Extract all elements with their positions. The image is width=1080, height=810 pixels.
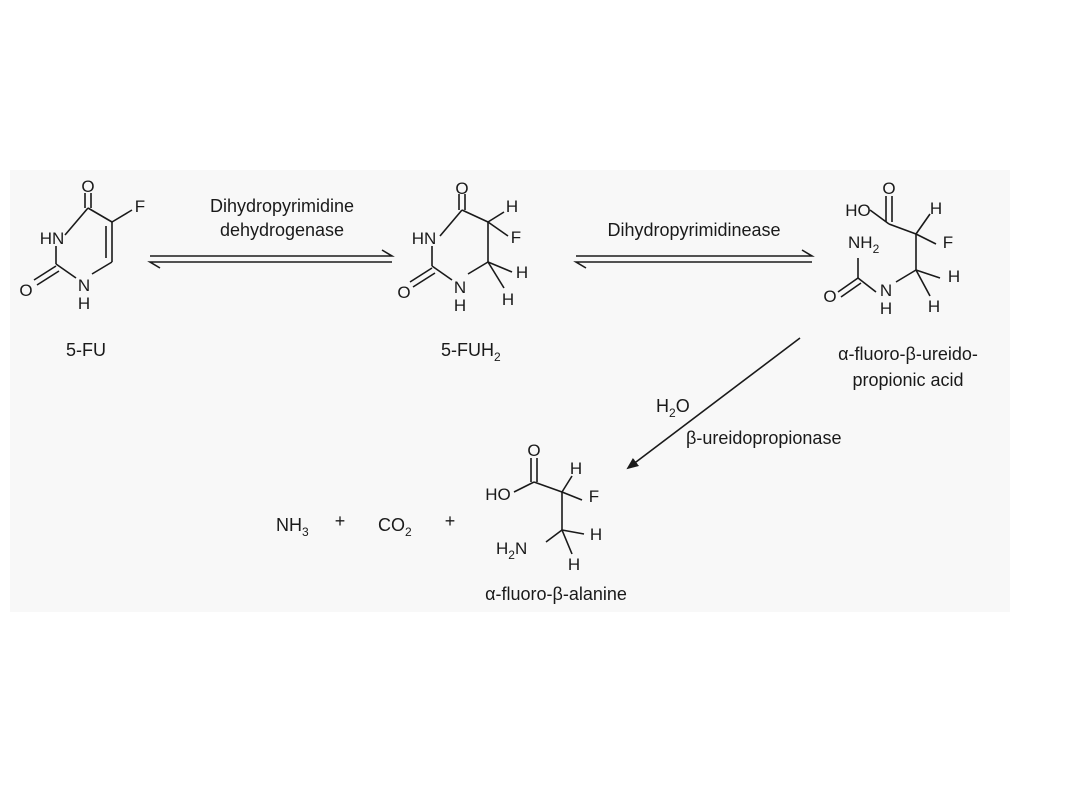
reaction-arrow-bup — [626, 337, 801, 470]
structure-fluoro-alanine: O H HO F H H2N H — [485, 441, 602, 574]
atom-h: H — [78, 294, 90, 313]
atom-h: H — [570, 459, 582, 478]
plus-sign: + — [445, 511, 456, 531]
equilibrium-arrow-dpd — [147, 249, 395, 269]
enzyme-label-dhp: Dihydropyrimidinease — [607, 220, 780, 240]
atom-h: H — [568, 555, 580, 574]
atom-f: F — [943, 233, 953, 252]
atom-f: F — [589, 487, 599, 506]
atom-h: H — [928, 297, 940, 316]
atom-h: H — [502, 290, 514, 309]
cofactor-water: H2O — [656, 396, 690, 420]
atom-h2n: H2N — [496, 539, 527, 562]
atom-h: H — [930, 199, 942, 218]
compound-label-ureido-line2: propionic acid — [852, 370, 963, 390]
atom-f: F — [135, 197, 145, 216]
byproduct-nh3: NH3 — [276, 515, 309, 539]
compound-label-5-fu: 5-FU — [66, 340, 106, 360]
atom-o: O — [882, 179, 895, 198]
structure-5-fuh2: O H HN F H O N H H — [397, 179, 528, 315]
atom-hn: HN — [40, 229, 65, 248]
atom-h: H — [506, 197, 518, 216]
atom-o: O — [81, 177, 94, 196]
atom-o: O — [823, 287, 836, 306]
atom-f: F — [511, 228, 521, 247]
atom-h: H — [880, 299, 892, 318]
atom-o: O — [19, 281, 32, 300]
atom-o: O — [397, 283, 410, 302]
enzyme-label-dpd-line2: dehydrogenase — [220, 220, 344, 240]
atom-n: N — [78, 276, 90, 295]
compound-label-alanine: α-fluoro-β-alanine — [485, 584, 627, 604]
plus-sign: + — [335, 511, 346, 531]
structure-5-fu: O HN F O N H — [19, 177, 145, 313]
atom-ho: HO — [485, 485, 511, 504]
equilibrium-arrow-dhp — [573, 249, 815, 269]
atom-ho: HO — [845, 201, 871, 220]
reaction-scheme-panel — [10, 170, 1010, 612]
atom-hn: HN — [412, 229, 437, 248]
enzyme-label-bup: β-ureidopropionase — [686, 428, 841, 448]
atom-o: O — [527, 441, 540, 460]
atom-n: N — [454, 278, 466, 297]
compound-label-5-fuh2: 5-FUH2 — [441, 340, 501, 364]
atom-o: O — [455, 179, 468, 198]
atom-n: N — [880, 281, 892, 300]
atom-h: H — [516, 263, 528, 282]
structure-ureidopropionic-acid: O HO H F NH2 H O N H H — [823, 179, 960, 318]
atom-h: H — [590, 525, 602, 544]
byproduct-co2: CO2 — [378, 515, 412, 539]
atom-h: H — [948, 267, 960, 286]
atom-h: H — [454, 296, 466, 315]
enzyme-label-dpd-line1: Dihydropyrimidine — [210, 196, 354, 216]
atom-nh2: NH2 — [848, 233, 880, 256]
compound-label-ureido-line1: α-fluoro-β-ureido- — [838, 344, 978, 364]
